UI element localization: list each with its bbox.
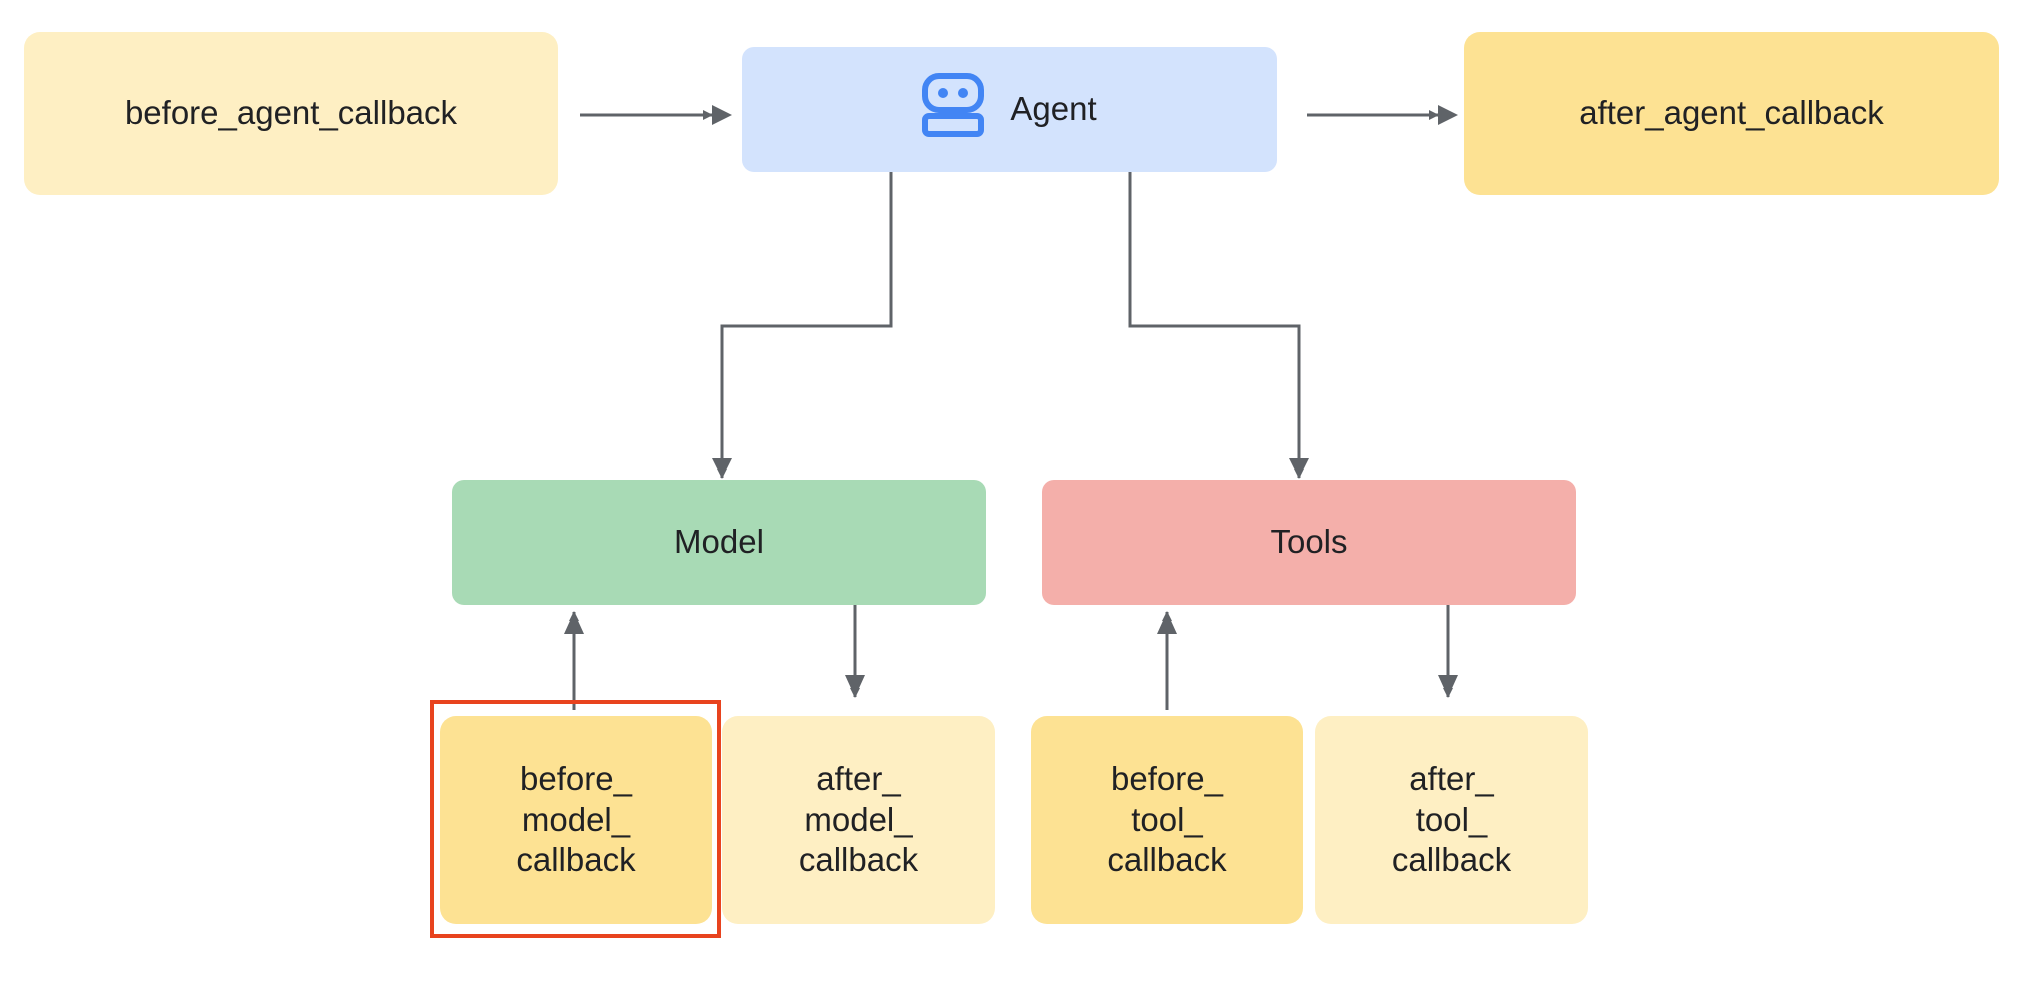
after-agent-callback-node: after_agent_callback [1464, 32, 1999, 195]
before-agent-callback-label: before_agent_callback [124, 94, 458, 132]
arrowhead-tools [1289, 458, 1309, 478]
arrowhead-after-agent [1438, 105, 1458, 125]
tools-node: Tools [1042, 480, 1576, 605]
before-agent-callback-node: before_agent_callback [24, 32, 558, 195]
after-tool-callback-label: after_ tool_ callback [1391, 759, 1512, 879]
agent-label: Agent [1010, 90, 1097, 128]
arrowhead-model [712, 458, 732, 478]
arrowhead-after-model [845, 675, 865, 697]
agent-node: Agent [742, 47, 1277, 172]
before-tool-callback-label: before_ tool_ callback [1107, 759, 1227, 879]
before-tool-callback-node: before_ tool_ callback [1031, 716, 1303, 924]
arrowhead-before-agent [712, 105, 732, 125]
model-label: Model [674, 523, 764, 561]
robot-icon [922, 72, 985, 147]
after-tool-callback-node: after_ tool_ callback [1315, 716, 1588, 924]
arrowhead-into-model [564, 612, 584, 634]
after-agent-callback-label: after_agent_callback [1579, 94, 1884, 132]
before-model-callback-label: before_ model_ callback [516, 759, 636, 879]
arrow-agent-to-model [717, 172, 893, 479]
after-model-callback-node: after_ model_ callback [722, 716, 995, 924]
arrowhead-into-tools [1157, 612, 1177, 634]
arrowhead-after-tool [1438, 675, 1458, 697]
tools-label: Tools [1270, 523, 1348, 561]
highlight-frame [430, 700, 721, 938]
before-model-callback-node: before_ model_ callback [440, 716, 712, 924]
arrow-agent-to-tools [1128, 172, 1304, 479]
after-model-callback-label: after_ model_ callback [798, 759, 919, 879]
model-node: Model [452, 480, 986, 605]
